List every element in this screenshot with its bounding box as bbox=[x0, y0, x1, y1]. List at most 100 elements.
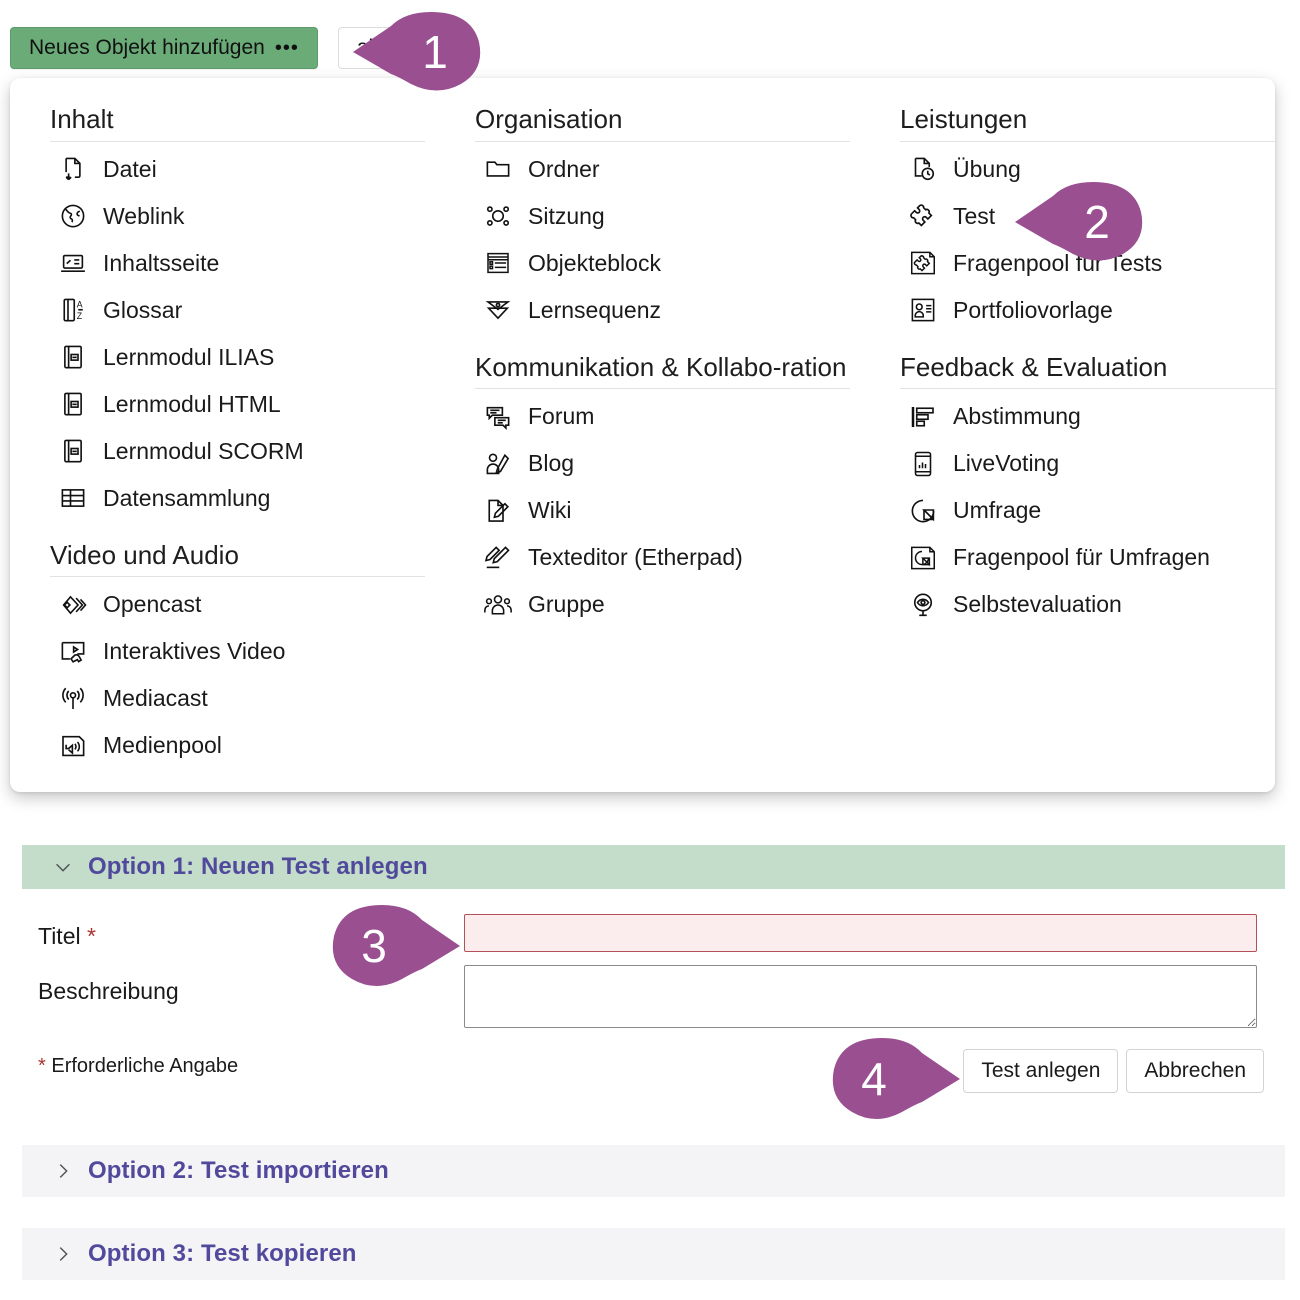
create-test-button[interactable]: Test anlegen bbox=[963, 1049, 1119, 1093]
menu-item-abstimmung[interactable]: Abstimmung bbox=[900, 393, 1275, 440]
menu-item-lernsequenz[interactable]: Lernsequenz bbox=[475, 287, 850, 334]
menu-item-uebung[interactable]: Übung bbox=[900, 146, 1275, 193]
group-video-und-audio: Video und Audio Opencast Interaktives Vi… bbox=[50, 540, 425, 770]
globe-link-icon bbox=[58, 201, 88, 231]
option1-form-body: Titel * Beschreibung * Erforderliche Ang… bbox=[22, 889, 1285, 1121]
required-hint: * Erforderliche Angabe bbox=[38, 1055, 238, 1078]
menu-item-datensammlung[interactable]: Datensammlung bbox=[50, 475, 425, 522]
menu-item-lernmodul-ilias[interactable]: Lernmodul ILIAS bbox=[50, 334, 425, 381]
learning-module-icon bbox=[58, 389, 88, 419]
add-object-dropdown-panel: Inhalt Datei Weblink Inhaltsseite bbox=[10, 78, 1275, 792]
learning-module-icon bbox=[58, 342, 88, 372]
menu-item-label: Sitzung bbox=[528, 202, 605, 229]
menu-item-ordner[interactable]: Ordner bbox=[475, 146, 850, 193]
menu-item-gruppe[interactable]: Gruppe bbox=[475, 581, 850, 628]
option2-accordion-header[interactable]: Option 2: Test importieren bbox=[22, 1145, 1285, 1197]
svg-text:A: A bbox=[77, 300, 83, 310]
menu-item-inhaltsseite[interactable]: Inhaltsseite bbox=[50, 240, 425, 287]
menu-item-label: Abstimmung bbox=[953, 403, 1081, 430]
callout-marker-4: 4 bbox=[830, 1038, 960, 1120]
add-new-object-label: Neues Objekt hinzufügen bbox=[29, 36, 265, 59]
menu-item-label: Lernmodul SCORM bbox=[103, 437, 304, 464]
menu-item-label: Medienpool bbox=[103, 732, 222, 759]
description-textarea[interactable] bbox=[464, 965, 1257, 1028]
divider bbox=[50, 140, 425, 142]
learning-module-icon bbox=[58, 436, 88, 466]
menu-item-label: Blog bbox=[528, 450, 575, 477]
exercise-clock-icon bbox=[908, 154, 938, 184]
menu-item-label: Fragenpool für Tests bbox=[953, 249, 1163, 276]
menu-item-label: Lernsequenz bbox=[528, 296, 661, 323]
title-label-text: Titel bbox=[38, 923, 81, 949]
option3-accordion-header[interactable]: Option 3: Test kopieren bbox=[22, 1228, 1285, 1280]
menu-item-interaktives-video[interactable]: Interaktives Video bbox=[50, 628, 425, 675]
live-voting-phone-icon bbox=[908, 449, 938, 479]
menu-item-label: Weblink bbox=[103, 202, 185, 229]
menu-item-label: Interaktives Video bbox=[103, 638, 286, 665]
svg-text:Z: Z bbox=[77, 311, 83, 321]
group-feedback-evaluation: Feedback & Evaluation Abstimmung LiveVot… bbox=[900, 352, 1275, 629]
divider bbox=[900, 140, 1275, 142]
menu-item-medienpool[interactable]: Medienpool bbox=[50, 722, 425, 769]
title-input[interactable] bbox=[464, 914, 1257, 952]
menu-item-lernmodul-html[interactable]: Lernmodul HTML bbox=[50, 381, 425, 428]
menu-item-label: Lernmodul ILIAS bbox=[103, 343, 275, 370]
menu-item-blog[interactable]: Blog bbox=[475, 440, 850, 487]
menu-item-fragenpool-fuer-umfragen[interactable]: Fragenpool für Umfragen bbox=[900, 534, 1275, 581]
speaker-sound-icon bbox=[58, 731, 88, 761]
group-title-feedback-evaluation: Feedback & Evaluation bbox=[900, 351, 1168, 382]
file-download-icon bbox=[58, 154, 88, 184]
menu-item-weblink[interactable]: Weblink bbox=[50, 193, 425, 240]
group-organisation: Organisation Ordner Sitzung Objekteblock bbox=[475, 104, 850, 334]
menu-item-mediacast[interactable]: Mediacast bbox=[50, 675, 425, 722]
group-title-video-und-audio: Video und Audio bbox=[50, 539, 239, 570]
divider bbox=[50, 576, 425, 578]
menu-item-wiki[interactable]: Wiki bbox=[475, 487, 850, 534]
divider bbox=[475, 140, 850, 142]
menu-item-umfrage[interactable]: Umfrage bbox=[900, 487, 1275, 534]
divider bbox=[900, 388, 1275, 390]
opencast-diamond-icon bbox=[58, 590, 88, 620]
option1-accordion-header[interactable]: Option 1: Neuen Test anlegen bbox=[22, 845, 1285, 889]
menu-item-selbstevaluation[interactable]: Selbstevaluation bbox=[900, 581, 1275, 628]
option1-header-label: Option 1: Neuen Test anlegen bbox=[88, 853, 428, 880]
menu-item-datei[interactable]: Datei bbox=[50, 146, 425, 193]
menu-item-label: Portfoliovorlage bbox=[953, 296, 1113, 323]
menu-item-label: Forum bbox=[528, 403, 595, 430]
required-asterisk: * bbox=[87, 923, 96, 949]
menu-item-objekteblock[interactable]: Objekteblock bbox=[475, 240, 850, 287]
menu-item-label: Wiki bbox=[528, 497, 572, 524]
menu-item-opencast[interactable]: Opencast bbox=[50, 581, 425, 628]
menu-item-label: Umfrage bbox=[953, 497, 1042, 524]
group-leistungen: Leistungen Übung Test Fragenpool für Tes… bbox=[900, 104, 1275, 334]
callout-number: 4 bbox=[861, 1053, 887, 1105]
menu-item-portfoliovorlage[interactable]: Portfoliovorlage bbox=[900, 287, 1275, 334]
wiki-page-pen-icon bbox=[483, 496, 513, 526]
menu-item-texteditor-etherpad[interactable]: Texteditor (Etherpad) bbox=[475, 534, 850, 581]
menu-item-forum[interactable]: Forum bbox=[475, 393, 850, 440]
menu-item-livevoting[interactable]: LiveVoting bbox=[900, 440, 1275, 487]
broadcast-antenna-icon bbox=[58, 684, 88, 714]
object-block-icon bbox=[483, 248, 513, 278]
forum-bubbles-icon bbox=[483, 402, 513, 432]
portfolio-template-icon bbox=[908, 295, 938, 325]
dropdown-column-1: Inhalt Datei Weblink Inhaltsseite bbox=[50, 104, 425, 787]
divider bbox=[475, 388, 850, 390]
callout-marker-2: 2 bbox=[1015, 182, 1145, 262]
title-field-label: Titel * bbox=[38, 923, 96, 950]
add-new-object-button[interactable]: Neues Objekt hinzufügen ••• bbox=[10, 27, 318, 69]
survey-pool-icon bbox=[908, 543, 938, 573]
cancel-button[interactable]: Abbrechen bbox=[1126, 1049, 1264, 1093]
option3-header-label: Option 3: Test kopieren bbox=[88, 1240, 357, 1267]
menu-item-sitzung[interactable]: Sitzung bbox=[475, 193, 850, 240]
dropdown-column-2: Organisation Ordner Sitzung Objekteblock bbox=[475, 104, 850, 646]
menu-item-test[interactable]: Test bbox=[900, 193, 1275, 240]
blog-person-pen-icon bbox=[483, 449, 513, 479]
interactive-video-icon bbox=[58, 637, 88, 667]
etherpad-pen-icon bbox=[483, 543, 513, 573]
required-hint-text: Erforderliche Angabe bbox=[51, 1055, 239, 1077]
menu-item-label: Texteditor (Etherpad) bbox=[528, 544, 743, 571]
menu-item-fragenpool-fuer-tests[interactable]: Fragenpool für Tests bbox=[900, 240, 1275, 287]
menu-item-lernmodul-scorm[interactable]: Lernmodul SCORM bbox=[50, 428, 425, 475]
